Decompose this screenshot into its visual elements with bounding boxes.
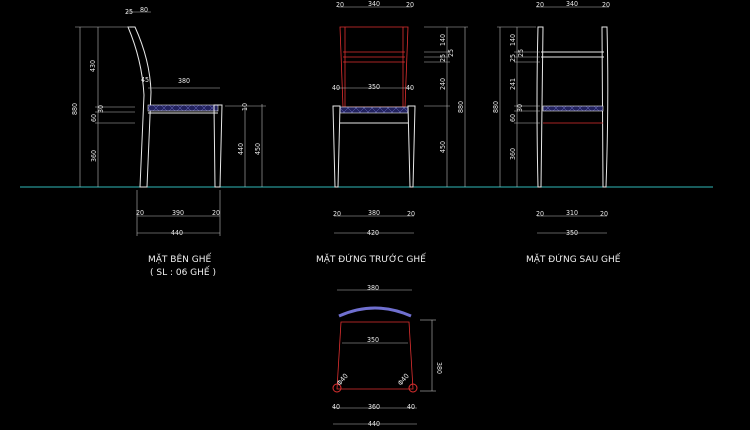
dim-front-thickness: 10 (241, 103, 249, 111)
dim-mid-left: 40 (332, 84, 340, 92)
dim-top-left: 20 (336, 1, 344, 9)
dim-overall-width: 350 (566, 229, 578, 237)
dim-leg-right: 20 (600, 210, 608, 218)
dim-mid-right: 40 (406, 84, 414, 92)
dim-base: 380 (368, 209, 380, 217)
dim-rail: 60 (90, 114, 98, 122)
dim-angle: 45 (141, 76, 149, 84)
dim-slat-a: 25 (439, 54, 447, 62)
dim-base: 390 (172, 209, 184, 217)
dim-leg-left: 20 (536, 210, 544, 218)
plan-view: 380 350 380 Φ40 Φ40 40 360 40 440 (332, 284, 443, 428)
dim-total-height: 880 (457, 101, 465, 113)
dim-slat-b: 25 (517, 49, 525, 57)
dim-seat-height: 440 (237, 143, 245, 155)
dim-total-height: 880 (71, 103, 79, 115)
dim-back-low: 240 (439, 78, 447, 90)
side-view-title: MẶT BÊN GHẾ (148, 253, 211, 265)
dim-leg-diameter-right: Φ40 (396, 372, 410, 387)
dim-seat-depth: 380 (178, 77, 190, 85)
dim-top-right: 20 (602, 1, 610, 9)
dim-top-left: 20 (536, 1, 544, 9)
dim-mid-width: 350 (368, 83, 380, 91)
dim-leg-left: 20 (333, 210, 341, 218)
dim-back-top: 140 (439, 34, 447, 46)
dim-leg-right: 20 (407, 210, 415, 218)
dim-back-low: 241 (509, 78, 517, 90)
dim-base: 310 (566, 209, 578, 217)
dim-top-a: 25 (125, 8, 133, 16)
dim-inner-width: 350 (367, 336, 379, 344)
dim-seat-height: 450 (439, 141, 447, 153)
side-view: 25 80 880 430 30 60 360 45 380 10 440 45… (71, 6, 266, 278)
dim-overall-width: 440 (368, 420, 380, 428)
dim-total-height: 880 (492, 101, 500, 113)
rear-view: 20 340 20 880 140 25 25 241 30 60 360 20… (492, 0, 621, 265)
rear-view-title: MẶT ĐỨNG SAU GHẾ (526, 253, 621, 265)
dim-rail: 60 (509, 114, 517, 122)
dim-seat-thickness: 30 (97, 105, 105, 113)
dim-overall-width: 420 (367, 229, 379, 237)
dim-top-b: 80 (140, 6, 148, 14)
dim-overall-width: 440 (171, 229, 183, 237)
dim-slat-a: 25 (509, 54, 517, 62)
front-view-title: MẶT ĐỨNG TRƯỚC GHẾ (316, 253, 426, 265)
dim-top-right: 20 (406, 1, 414, 9)
dim-slat-b: 25 (447, 49, 455, 57)
dim-base: 360 (368, 403, 380, 411)
dim-leg-height: 360 (509, 148, 517, 160)
dim-seat-thickness: 30 (516, 104, 524, 112)
dim-top-width: 340 (368, 0, 380, 8)
dim-top-width: 340 (566, 0, 578, 8)
dim-total-seat-height: 450 (254, 143, 262, 155)
side-view-subtitle: ( SL : 06 GHẾ ) (150, 266, 216, 278)
dim-leg-right: 20 (212, 209, 220, 217)
dim-leg-left: 20 (136, 209, 144, 217)
dim-back-height: 430 (89, 60, 97, 72)
dim-leg-right: 40 (407, 403, 415, 411)
dim-leg-height: 360 (90, 150, 98, 162)
dim-depth: 380 (435, 362, 443, 374)
dim-back-width: 380 (367, 284, 379, 292)
dim-leg-left: 40 (332, 403, 340, 411)
dim-back-top: 140 (509, 34, 517, 46)
front-view: 20 340 20 40 350 40 140 25 25 240 450 88… (316, 0, 468, 265)
